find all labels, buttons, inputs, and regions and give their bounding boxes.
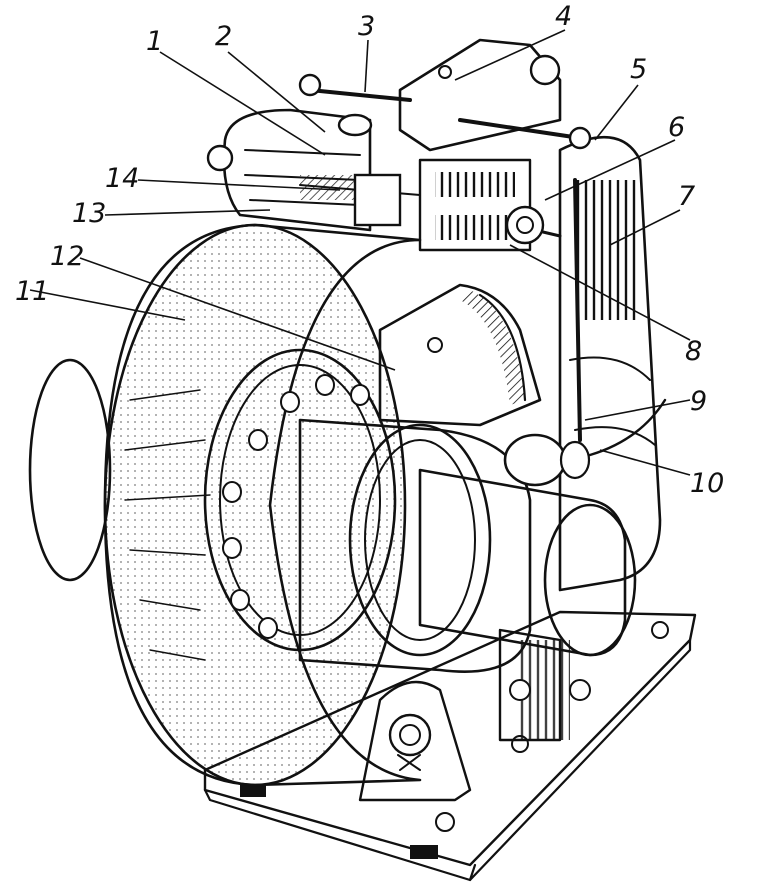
callout-8: 8 [685, 336, 702, 367]
callout-1: 1 [146, 26, 163, 57]
flange-bolts [222, 374, 370, 639]
callout-7: 7 [678, 181, 695, 212]
bearing-bracket [358, 680, 472, 802]
adjusting-nut [353, 173, 562, 245]
callout-3: 3 [358, 11, 375, 42]
callout-14: 14 [105, 163, 139, 194]
hub-flange [203, 348, 397, 652]
brake-shoe-holder [378, 283, 542, 427]
callout-leaders [29, 29, 691, 476]
callout-6: 6 [668, 112, 685, 143]
callout-5: 5 [630, 54, 647, 85]
callout-11: 11 [15, 276, 49, 307]
callout-10: 10 [690, 468, 724, 499]
magnet-body [206, 108, 373, 232]
callout-4: 4 [555, 1, 572, 32]
lever-arm [398, 38, 562, 152]
callout-13: 13 [72, 198, 106, 229]
callout-9: 9 [690, 386, 707, 417]
callout-labels: 1 2 3 4 5 6 7 8 9 10 11 12 13 14 [15, 1, 724, 499]
spring [299, 158, 532, 252]
brake-drum [28, 223, 422, 787]
tie-rod [298, 73, 592, 150]
callout-2: 2 [215, 21, 232, 52]
shaft [418, 468, 637, 657]
callout-12: 12 [50, 241, 84, 272]
shaft-coupling [298, 418, 532, 673]
lower-pivot [503, 178, 667, 487]
